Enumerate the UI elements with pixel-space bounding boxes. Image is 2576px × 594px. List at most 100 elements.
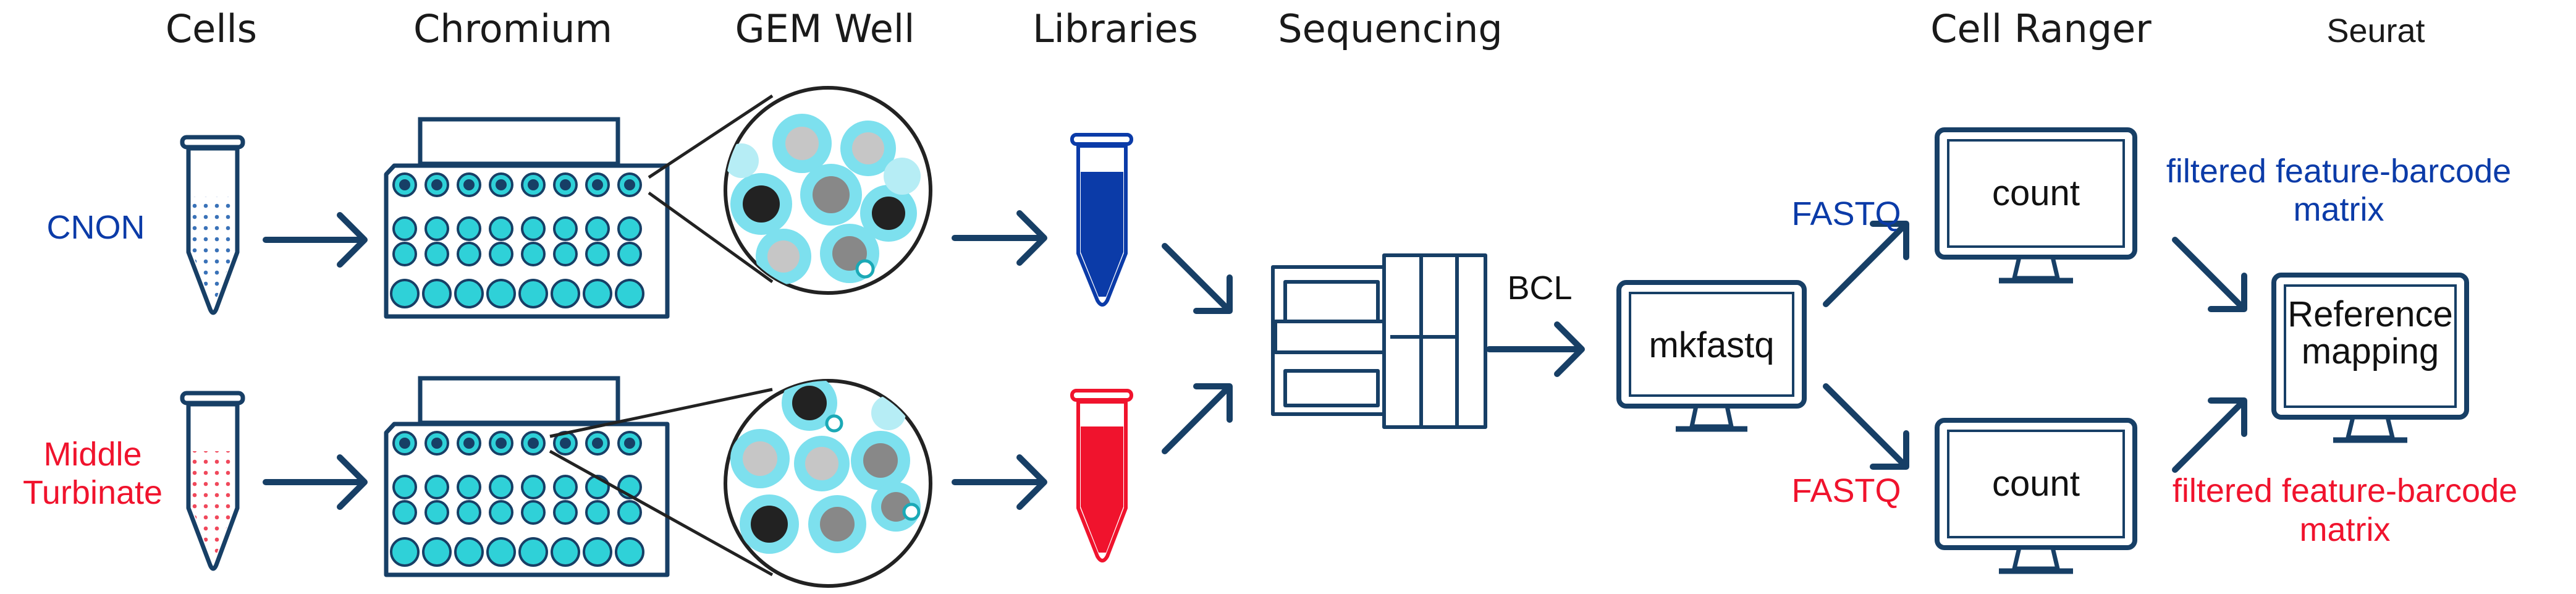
fastq-top-label: FASTQ	[1791, 195, 1901, 232]
chip-well	[521, 216, 546, 241]
header-cells: Cells	[166, 6, 257, 51]
count-monitor-bottom-icon	[1935, 418, 2137, 574]
chip-well-bead	[399, 438, 410, 449]
gem-well-bottom-icon	[724, 379, 932, 588]
chip-well-bead	[463, 179, 475, 190]
matrix-top-label-line2: matrix	[2294, 191, 2384, 228]
seurat-monitor-icon	[2271, 273, 2469, 443]
chip-well-bead	[496, 179, 507, 190]
count-top-label: count	[1992, 173, 2080, 213]
chip-well	[553, 216, 578, 241]
chip-well	[392, 500, 417, 525]
chip-well	[585, 242, 610, 266]
chip-well	[521, 475, 546, 499]
chip-well-bead	[463, 438, 475, 449]
chip-well	[390, 279, 420, 308]
chip-well	[424, 216, 449, 241]
arrow-bcl	[1486, 321, 1585, 377]
mapping-label: mapping	[2302, 331, 2439, 371]
flow-arrows	[263, 210, 2247, 510]
chip-well	[422, 537, 452, 567]
chip-well	[551, 537, 580, 567]
count-monitor-top-icon	[1935, 127, 2137, 284]
mkfastq-label: mkfastq	[1649, 325, 1774, 365]
chip-well	[551, 279, 580, 308]
chip-well	[553, 475, 578, 499]
arrow-library-to-seq-top	[1162, 243, 1233, 314]
arrow-matrix-top	[2172, 237, 2247, 312]
sample-label-cnon: CNON	[47, 209, 145, 246]
cell-tube-middle-turbinate-icon	[180, 391, 245, 571]
chip-well-bead	[431, 179, 442, 190]
chip-well	[489, 242, 513, 266]
chromium-chip-top-icon	[384, 117, 670, 319]
chip-well	[454, 537, 484, 567]
arrow-fastq-top	[1823, 221, 1909, 307]
chip-well	[521, 500, 546, 525]
arrow-cells-to-chip-bottom	[263, 454, 368, 510]
reference-label: Reference	[2287, 294, 2453, 334]
chip-well-bead	[496, 438, 507, 449]
chip-well	[489, 216, 513, 241]
fastq-bottom-label: FASTQ	[1791, 472, 1901, 509]
chip-well	[457, 500, 481, 525]
chip-well	[486, 279, 516, 308]
bcl-label: BCL	[1507, 269, 1572, 307]
chip-well	[457, 475, 481, 499]
count-bottom-label: count	[1992, 464, 2080, 504]
chip-well	[585, 216, 610, 241]
arrow-gem-to-library-top	[952, 210, 1047, 266]
gem-well-top-icon	[724, 86, 932, 295]
chip-well	[457, 242, 481, 266]
library-tube-red-icon	[1070, 389, 1133, 562]
mkfastq-monitor-icon	[1616, 280, 1807, 432]
chip-well-bead	[560, 179, 571, 190]
chip-well	[521, 242, 546, 266]
chip-well	[392, 242, 417, 266]
chip-well	[392, 475, 417, 499]
chip-well	[422, 279, 452, 308]
chip-bottom-wells	[390, 431, 644, 567]
arrow-matrix-bottom	[2172, 397, 2247, 473]
chip-well	[553, 500, 578, 525]
chip-well	[615, 537, 644, 567]
chip-well-bead	[624, 438, 635, 449]
chip-well	[617, 500, 642, 525]
chip-well	[424, 475, 449, 499]
sample-label-middle: Middle	[43, 436, 141, 473]
chip-well	[392, 216, 417, 241]
arrow-library-to-seq-bottom	[1162, 383, 1233, 454]
library-tube-blue-icon	[1070, 133, 1133, 307]
header-cell-ranger: Cell Ranger	[1930, 6, 2152, 51]
header-gem-well: GEM Well	[735, 6, 915, 51]
chip-well	[454, 279, 484, 308]
cell-tube-cnon-icon	[180, 135, 245, 315]
chip-well-bead	[560, 438, 571, 449]
chip-well	[489, 475, 513, 499]
header-seurat: Seurat	[2326, 12, 2425, 49]
header-chromium: Chromium	[413, 6, 612, 51]
chip-well-bead	[431, 438, 442, 449]
chip-well-bead	[528, 438, 539, 449]
chip-well	[583, 279, 612, 308]
header-sequencing: Sequencing	[1278, 6, 1503, 51]
matrix-bottom-label-line2: matrix	[2300, 511, 2391, 548]
chip-well-bead	[592, 438, 603, 449]
chip-well	[583, 537, 612, 567]
header-libraries: Libraries	[1033, 6, 1198, 51]
chip-well-bead	[592, 179, 603, 190]
chip-well	[486, 537, 516, 567]
chromium-chip-bottom-icon	[384, 376, 670, 577]
chip-well	[518, 537, 548, 567]
arrow-fastq-bottom	[1823, 383, 1909, 470]
arrow-gem-to-library-bottom	[952, 454, 1047, 510]
matrix-bottom-label-line1: filtered feature-barcode	[2173, 472, 2517, 509]
chip-well	[615, 279, 644, 308]
chip-well	[424, 500, 449, 525]
arrow-cells-to-chip-top	[263, 212, 368, 268]
chip-well	[457, 216, 481, 241]
zoom-lines	[549, 94, 774, 577]
chip-well	[553, 242, 578, 266]
